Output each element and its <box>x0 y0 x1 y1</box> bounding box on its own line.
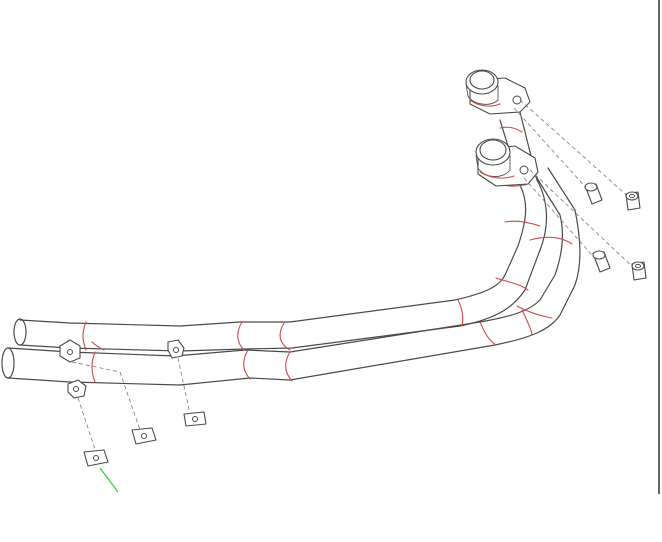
upper-pipe <box>13 111 548 352</box>
bracket-clip-icon <box>83 449 109 467</box>
top-flange <box>465 69 531 115</box>
flange-hardware <box>584 182 647 281</box>
leader-line <box>99 467 119 493</box>
lower-pipe-outlet <box>1 347 15 379</box>
nut-icon <box>625 191 641 211</box>
top-flange-bolt-hole <box>512 95 522 105</box>
spacer-upper <box>584 182 603 205</box>
lower-pipe <box>1 167 581 386</box>
lower-flange <box>475 138 539 187</box>
weld-seams <box>82 126 573 383</box>
bracket-clip-icon <box>167 339 185 359</box>
bracket-clip-icon <box>183 411 207 427</box>
lower-flange-bolt-hole <box>519 165 529 175</box>
bracket-clip-icon <box>67 379 87 399</box>
pipe-brackets <box>59 339 185 399</box>
assembly-guides-flange <box>513 99 637 271</box>
loose-clips <box>83 411 207 467</box>
bracket-clip-icon <box>59 339 81 363</box>
assembly-guides-clips <box>71 357 191 453</box>
nut-icon <box>631 261 647 281</box>
upper-pipe-outlet <box>13 318 27 346</box>
spacer-lower <box>592 250 611 273</box>
bracket-clip-icon <box>131 427 157 445</box>
